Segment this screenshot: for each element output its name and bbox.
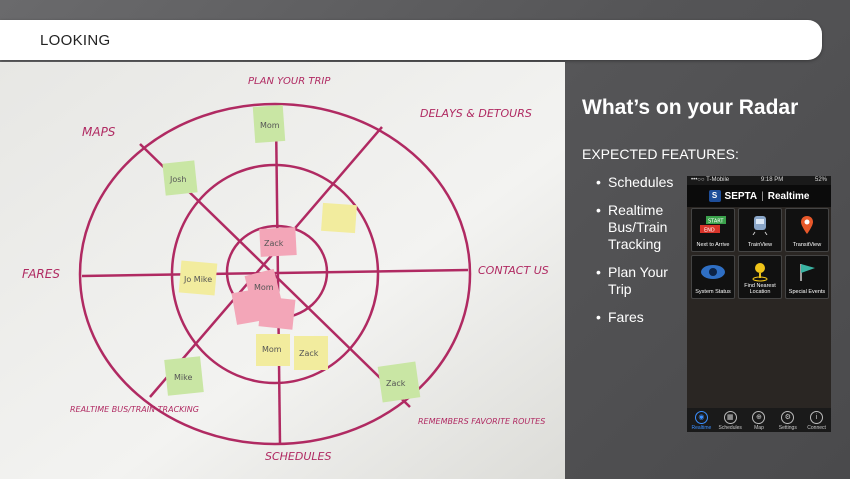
label-schedules: SCHEDULES bbox=[265, 450, 331, 463]
train-icon bbox=[752, 216, 768, 235]
tile-label: System Status bbox=[695, 289, 731, 295]
sticky-note: Zack bbox=[294, 336, 328, 370]
label-maps: MAPS bbox=[82, 125, 116, 139]
label-fares: FARES bbox=[22, 267, 60, 281]
label-remembers: REMEMBERS FAVORITE ROUTES bbox=[418, 417, 545, 426]
app-subtitle: Realtime bbox=[767, 190, 810, 202]
signal-icon: ◉ bbox=[694, 411, 708, 424]
tile-label: Next to Arrive bbox=[696, 242, 730, 248]
svg-text:Mom: Mom bbox=[254, 283, 274, 292]
tab-map[interactable]: ⊕ Map bbox=[745, 408, 774, 432]
settings-icon: ⚙ bbox=[781, 411, 795, 424]
tile-label: Special Events bbox=[788, 289, 826, 295]
app-title: SEPTA bbox=[724, 190, 758, 202]
flag-icon bbox=[800, 264, 815, 281]
sticky-note: Josh bbox=[162, 160, 198, 196]
tab-label: Settings bbox=[778, 425, 797, 431]
label-realtime: REALTIME BUS/TRAIN TRACKING bbox=[70, 405, 199, 414]
carrier-label: •••○○ T-Mobile bbox=[691, 177, 730, 183]
tab-label: Connect bbox=[807, 425, 826, 431]
map-icon: ⊕ bbox=[752, 411, 766, 424]
battery-label: 52% bbox=[814, 177, 827, 183]
clock-label: 9:18 PM bbox=[760, 177, 784, 183]
svg-text:Mike: Mike bbox=[174, 373, 192, 382]
whiteboard-photo: MAPS PLAN YOUR TRIP DELAYS & DETOURS FAR… bbox=[0, 62, 565, 479]
tile-label: Find Nearest Location bbox=[744, 283, 776, 295]
tab-connect[interactable]: i Connect bbox=[802, 408, 831, 432]
info-icon: i bbox=[810, 411, 824, 424]
svg-text:Zack: Zack bbox=[299, 349, 319, 358]
whiteboard-drawing: MAPS PLAN YOUR TRIP DELAYS & DETOURS FAR… bbox=[0, 62, 565, 479]
feature-item: Realtime Bus/Train Tracking bbox=[596, 202, 686, 253]
tile-label: TrainView bbox=[747, 242, 773, 248]
map-pin-icon bbox=[801, 216, 813, 234]
slide-header-bar: LOOKING bbox=[0, 20, 822, 60]
tile-special-events[interactable]: Special Events bbox=[785, 255, 829, 299]
tab-label: Realtime bbox=[691, 425, 712, 431]
svg-text:START: START bbox=[708, 219, 724, 225]
tile-next-to-arrive[interactable]: START END Next to Arrive bbox=[691, 208, 735, 252]
tile-find-nearest-location[interactable]: Find Nearest Location bbox=[738, 255, 782, 299]
header-divider: | bbox=[761, 190, 764, 202]
svg-text:Mom: Mom bbox=[260, 121, 280, 130]
sticky-note: Mom bbox=[252, 104, 286, 144]
tab-settings[interactable]: ⚙ Settings bbox=[773, 408, 802, 432]
phone-status-bar: •••○○ T-Mobile 9:18 PM 52% bbox=[687, 176, 831, 185]
svg-text:Jo Mike: Jo Mike bbox=[183, 275, 212, 284]
features-list: Schedules Realtime Bus/Train Tracking Pl… bbox=[596, 174, 686, 337]
location-pin-icon bbox=[752, 263, 768, 282]
sticky-note: Mom bbox=[256, 334, 290, 366]
feature-item: Schedules bbox=[596, 174, 686, 191]
svg-text:END: END bbox=[704, 228, 715, 234]
feature-item: Plan Your Trip bbox=[596, 264, 686, 298]
tile-system-status[interactable]: System Status bbox=[691, 255, 735, 299]
label-plan-your-trip: PLAN YOUR TRIP bbox=[248, 76, 331, 87]
tab-label: Schedules bbox=[718, 425, 742, 431]
feature-item: Fares bbox=[596, 309, 686, 326]
label-contact: CONTACT US bbox=[478, 264, 549, 277]
tile-trainview[interactable]: TrainView bbox=[738, 208, 782, 252]
eye-icon bbox=[701, 265, 725, 279]
septa-logo-icon: S bbox=[708, 190, 721, 202]
schedule-icon: ▦ bbox=[723, 411, 737, 424]
start-end-sign-icon: START END bbox=[700, 216, 726, 234]
septa-app-screenshot: •••○○ T-Mobile 9:18 PM 52% S SEPTA | Rea… bbox=[687, 176, 831, 432]
label-delays: DELAYS & DETOURS bbox=[420, 107, 532, 120]
tab-label: Map bbox=[754, 425, 764, 431]
tile-label: TransitView bbox=[792, 242, 822, 248]
sticky-note: Jo Mike bbox=[178, 260, 218, 296]
sticky-note: Zack bbox=[377, 361, 421, 403]
sticky-note: Mom bbox=[244, 268, 282, 308]
svg-text:Zack: Zack bbox=[386, 379, 406, 388]
features-heading: EXPECTED FEATURES: bbox=[582, 146, 739, 162]
sticky-note: Zack bbox=[259, 227, 297, 257]
sticky-note: Mike bbox=[164, 356, 204, 396]
slide-header-title: LOOKING bbox=[40, 32, 111, 49]
tab-schedules[interactable]: ▦ Schedules bbox=[716, 408, 745, 432]
app-tab-bar: ◉ Realtime ▦ Schedules ⊕ Map ⚙ Settings … bbox=[687, 408, 831, 432]
svg-text:Josh: Josh bbox=[169, 175, 187, 184]
svg-text:Zack: Zack bbox=[264, 239, 284, 248]
app-header: S SEPTA | Realtime bbox=[687, 185, 831, 207]
app-tile-grid: START END Next to Arrive TrainView bbox=[691, 208, 829, 299]
tab-realtime[interactable]: ◉ Realtime bbox=[687, 408, 716, 432]
slide-title: What’s on your Radar bbox=[582, 96, 799, 119]
tile-transitview[interactable]: TransitView bbox=[785, 208, 829, 252]
svg-text:Mom: Mom bbox=[262, 345, 282, 354]
